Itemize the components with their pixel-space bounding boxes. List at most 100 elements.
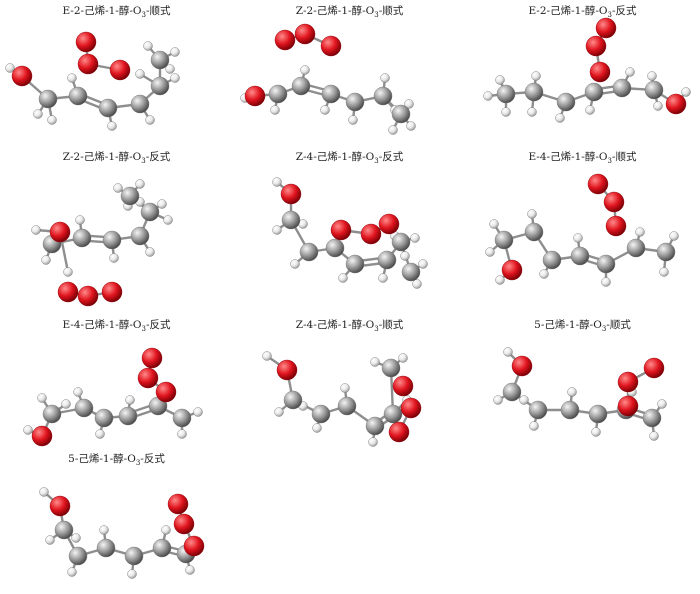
panel-6: E-4-己烯-1-醇-O3-顺式 [466, 146, 699, 292]
oxygen-atom [109, 59, 131, 81]
hydrogen-atom [274, 407, 284, 417]
hydrogen-atom [67, 73, 77, 83]
oxygen-atom [603, 191, 625, 213]
carbon-atom [644, 80, 664, 100]
oxygen-atom [595, 17, 617, 39]
oxygen-atom [141, 347, 163, 369]
hydrogen-atom [495, 275, 505, 285]
hydrogen-atom [145, 115, 155, 125]
carbon-atom [102, 230, 122, 250]
panel-5: Z-4-己烯-1-醇-O3-反式 [233, 146, 466, 292]
carbon-atom [291, 76, 311, 96]
oxygen-atom [587, 173, 609, 195]
hydrogen-atom [31, 225, 41, 235]
hydrogen-atom [163, 215, 173, 225]
atoms [262, 351, 422, 447]
hydrogen-atom [635, 227, 645, 237]
carbon-atom [124, 546, 144, 566]
carbon-atom [325, 238, 345, 258]
oxygen-atom [400, 397, 422, 419]
hydrogen-atom [483, 91, 493, 101]
carbon-atom [584, 82, 604, 102]
hydrogen-atom [95, 429, 105, 439]
carbon-atom [98, 98, 118, 118]
carbon-atom [150, 50, 170, 70]
hydrogen-atom [669, 231, 679, 241]
carbon-atom [337, 396, 357, 416]
carbon-atom [626, 238, 646, 258]
hydrogen-atom [493, 395, 503, 405]
panel-caption: E-4-己烯-1-醇-O3-顺式 [528, 151, 637, 166]
carbon-atom [152, 538, 172, 558]
oxygen-atom [643, 357, 665, 379]
oxygen-atom [617, 395, 639, 417]
carbon-atom [391, 104, 411, 124]
oxygen-atom [276, 359, 298, 381]
hydrogen-atom [348, 115, 358, 125]
hydrogen-atom [165, 64, 175, 74]
hydrogen-atom [681, 87, 691, 97]
oxygen-atom [294, 23, 316, 45]
hydrogen-atom [412, 279, 422, 289]
panel-caption: Z-2-己烯-1-醇-O3-顺式 [295, 5, 404, 20]
panel-1: E-2-己烯-1-醇-O3-顺式 [0, 0, 233, 146]
hydrogen-atom [418, 259, 428, 269]
carbon-atom [321, 84, 341, 104]
atoms [272, 177, 428, 289]
carbon-atom [524, 82, 544, 102]
hydrogen-atom [67, 567, 77, 577]
panel-8: Z-4-己烯-1-醇-O3-顺式 [233, 314, 466, 460]
hydrogen-atom [45, 535, 55, 545]
hydrogen-atom [529, 421, 539, 431]
hydrogen-atom [185, 565, 195, 575]
molecule-model [262, 351, 422, 447]
atoms [483, 17, 691, 123]
hydrogen-atom [406, 121, 416, 131]
carbon-atom [588, 404, 608, 424]
hydrogen-atom [404, 99, 414, 109]
hydrogen-atom [71, 533, 81, 543]
oxygen-atom [589, 61, 611, 83]
hydrogen-atom [378, 273, 388, 283]
hydrogen-atom [290, 259, 300, 269]
hydrogen-atom [161, 525, 171, 535]
hydrogen-atom [170, 47, 180, 57]
oxygen-atom [665, 93, 687, 115]
hydrogen-atom [75, 215, 85, 225]
molecule-model [272, 177, 428, 289]
carbon-atom [401, 262, 421, 282]
carbon-atom [150, 76, 170, 96]
hydrogen-atom [270, 105, 280, 115]
carbon-atom [524, 222, 544, 242]
carbon-atom [570, 246, 590, 266]
oxygen-atom [378, 213, 400, 235]
carbon-atom [345, 254, 365, 274]
molecule-model [23, 347, 203, 447]
carbon-atom [299, 242, 319, 262]
carbon-atom [502, 382, 522, 402]
hydrogen-atom [585, 105, 595, 115]
oxygen-atom [155, 381, 177, 403]
hydrogen-atom [157, 199, 167, 209]
carbon-atom [42, 404, 62, 424]
oxygen-atom [605, 215, 627, 237]
carbon-atom [96, 538, 116, 558]
panel-2: Z-2-己烯-1-醇-O3-顺式 [233, 0, 466, 146]
panel-caption: Z-4-己烯-1-醇-O3-顺式 [295, 319, 404, 334]
molecule-model [493, 347, 667, 441]
hydrogen-atom [39, 487, 49, 497]
carbon-atom [345, 92, 365, 112]
hydrogen-atom [33, 109, 43, 119]
oxygen-atom [392, 375, 414, 397]
carbon-atom [130, 94, 150, 114]
oxygen-atom [49, 495, 71, 517]
molecule-model [39, 487, 205, 579]
carbon-atom [74, 398, 94, 418]
panel-9: 5-己烯-1-醇-O3-顺式 [466, 314, 699, 460]
atoms [5, 31, 180, 131]
hydrogen-atom [503, 347, 513, 357]
hydrogen-atom [657, 399, 667, 409]
molecule-model [31, 179, 173, 307]
hydrogen-atom [495, 75, 505, 85]
